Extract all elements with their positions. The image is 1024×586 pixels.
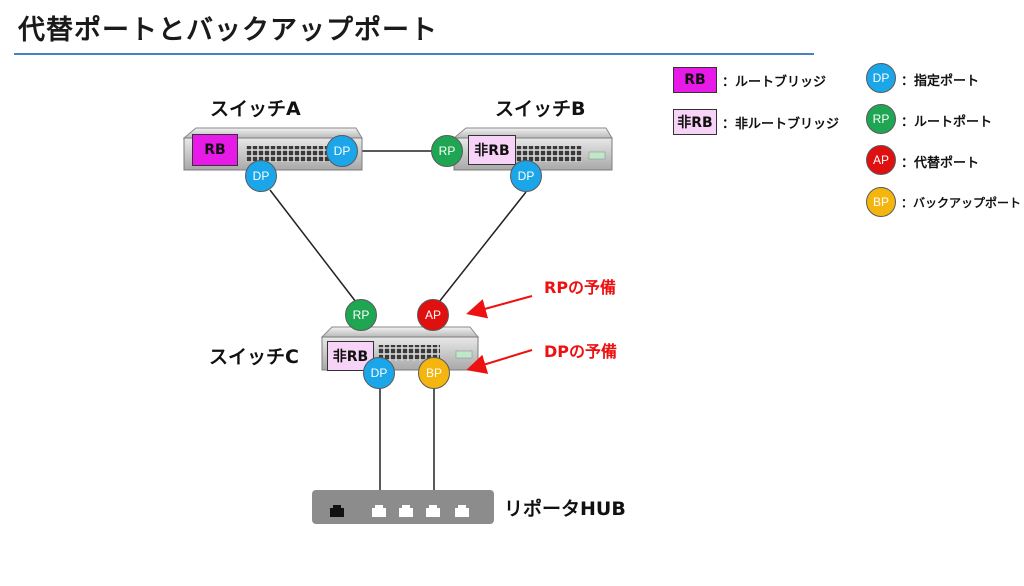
switch-b-nrb-badge: 非RB bbox=[468, 135, 516, 165]
legend-ap-text: ：代替ポート bbox=[901, 156, 980, 171]
legend-nrb-badge: 非RB bbox=[673, 109, 717, 135]
switch-b-port-bottom: DP bbox=[510, 160, 542, 192]
link-a-c bbox=[269, 189, 357, 303]
legend-ap-port: AP bbox=[866, 145, 896, 175]
switch-a-port-right: DP bbox=[326, 135, 358, 167]
switch-b-label: スイッチB bbox=[495, 98, 586, 120]
page-title: 代替ポートとバックアップポート bbox=[18, 15, 438, 46]
switch-a-rb-badge: RB bbox=[192, 134, 238, 166]
legend-rb-text: ：ルートブリッジ bbox=[722, 75, 827, 90]
switch-c-port-top-right: AP bbox=[417, 299, 449, 331]
legend-rp-port: RP bbox=[866, 104, 896, 134]
switch-b-port-left: RP bbox=[431, 135, 463, 167]
legend-rb-badge: RB bbox=[673, 67, 717, 93]
legend-dp-port: DP bbox=[866, 63, 896, 93]
switch-a-port-bottom: DP bbox=[245, 160, 277, 192]
legend-rp-text: ：ルートポート bbox=[901, 115, 993, 130]
link-b-c bbox=[438, 191, 527, 303]
switch-c-port-bottom-left: DP bbox=[363, 357, 395, 389]
legend-bp-text: ：バックアップポート bbox=[901, 196, 1022, 210]
title-underline bbox=[14, 53, 814, 55]
ap-note-label: RPの予備 bbox=[544, 278, 617, 297]
bp-note-label: DPの予備 bbox=[544, 342, 618, 361]
legend-bp-port: BP bbox=[866, 187, 896, 217]
ap-note-arrow bbox=[466, 295, 533, 319]
bp-note-arrow bbox=[466, 349, 533, 374]
repeater-hub-device bbox=[312, 490, 494, 524]
switch-c-port-top-left: RP bbox=[345, 299, 377, 331]
repeater-hub-label: リポータHUB bbox=[504, 498, 626, 520]
switch-a-label: スイッチA bbox=[210, 98, 301, 120]
legend-dp-text: ：指定ポート bbox=[901, 74, 980, 89]
switch-c-port-bottom-right: BP bbox=[418, 357, 450, 389]
switch-c-label: スイッチC bbox=[209, 346, 299, 368]
legend-nrb-text: ：非ルートブリッジ bbox=[722, 117, 840, 132]
